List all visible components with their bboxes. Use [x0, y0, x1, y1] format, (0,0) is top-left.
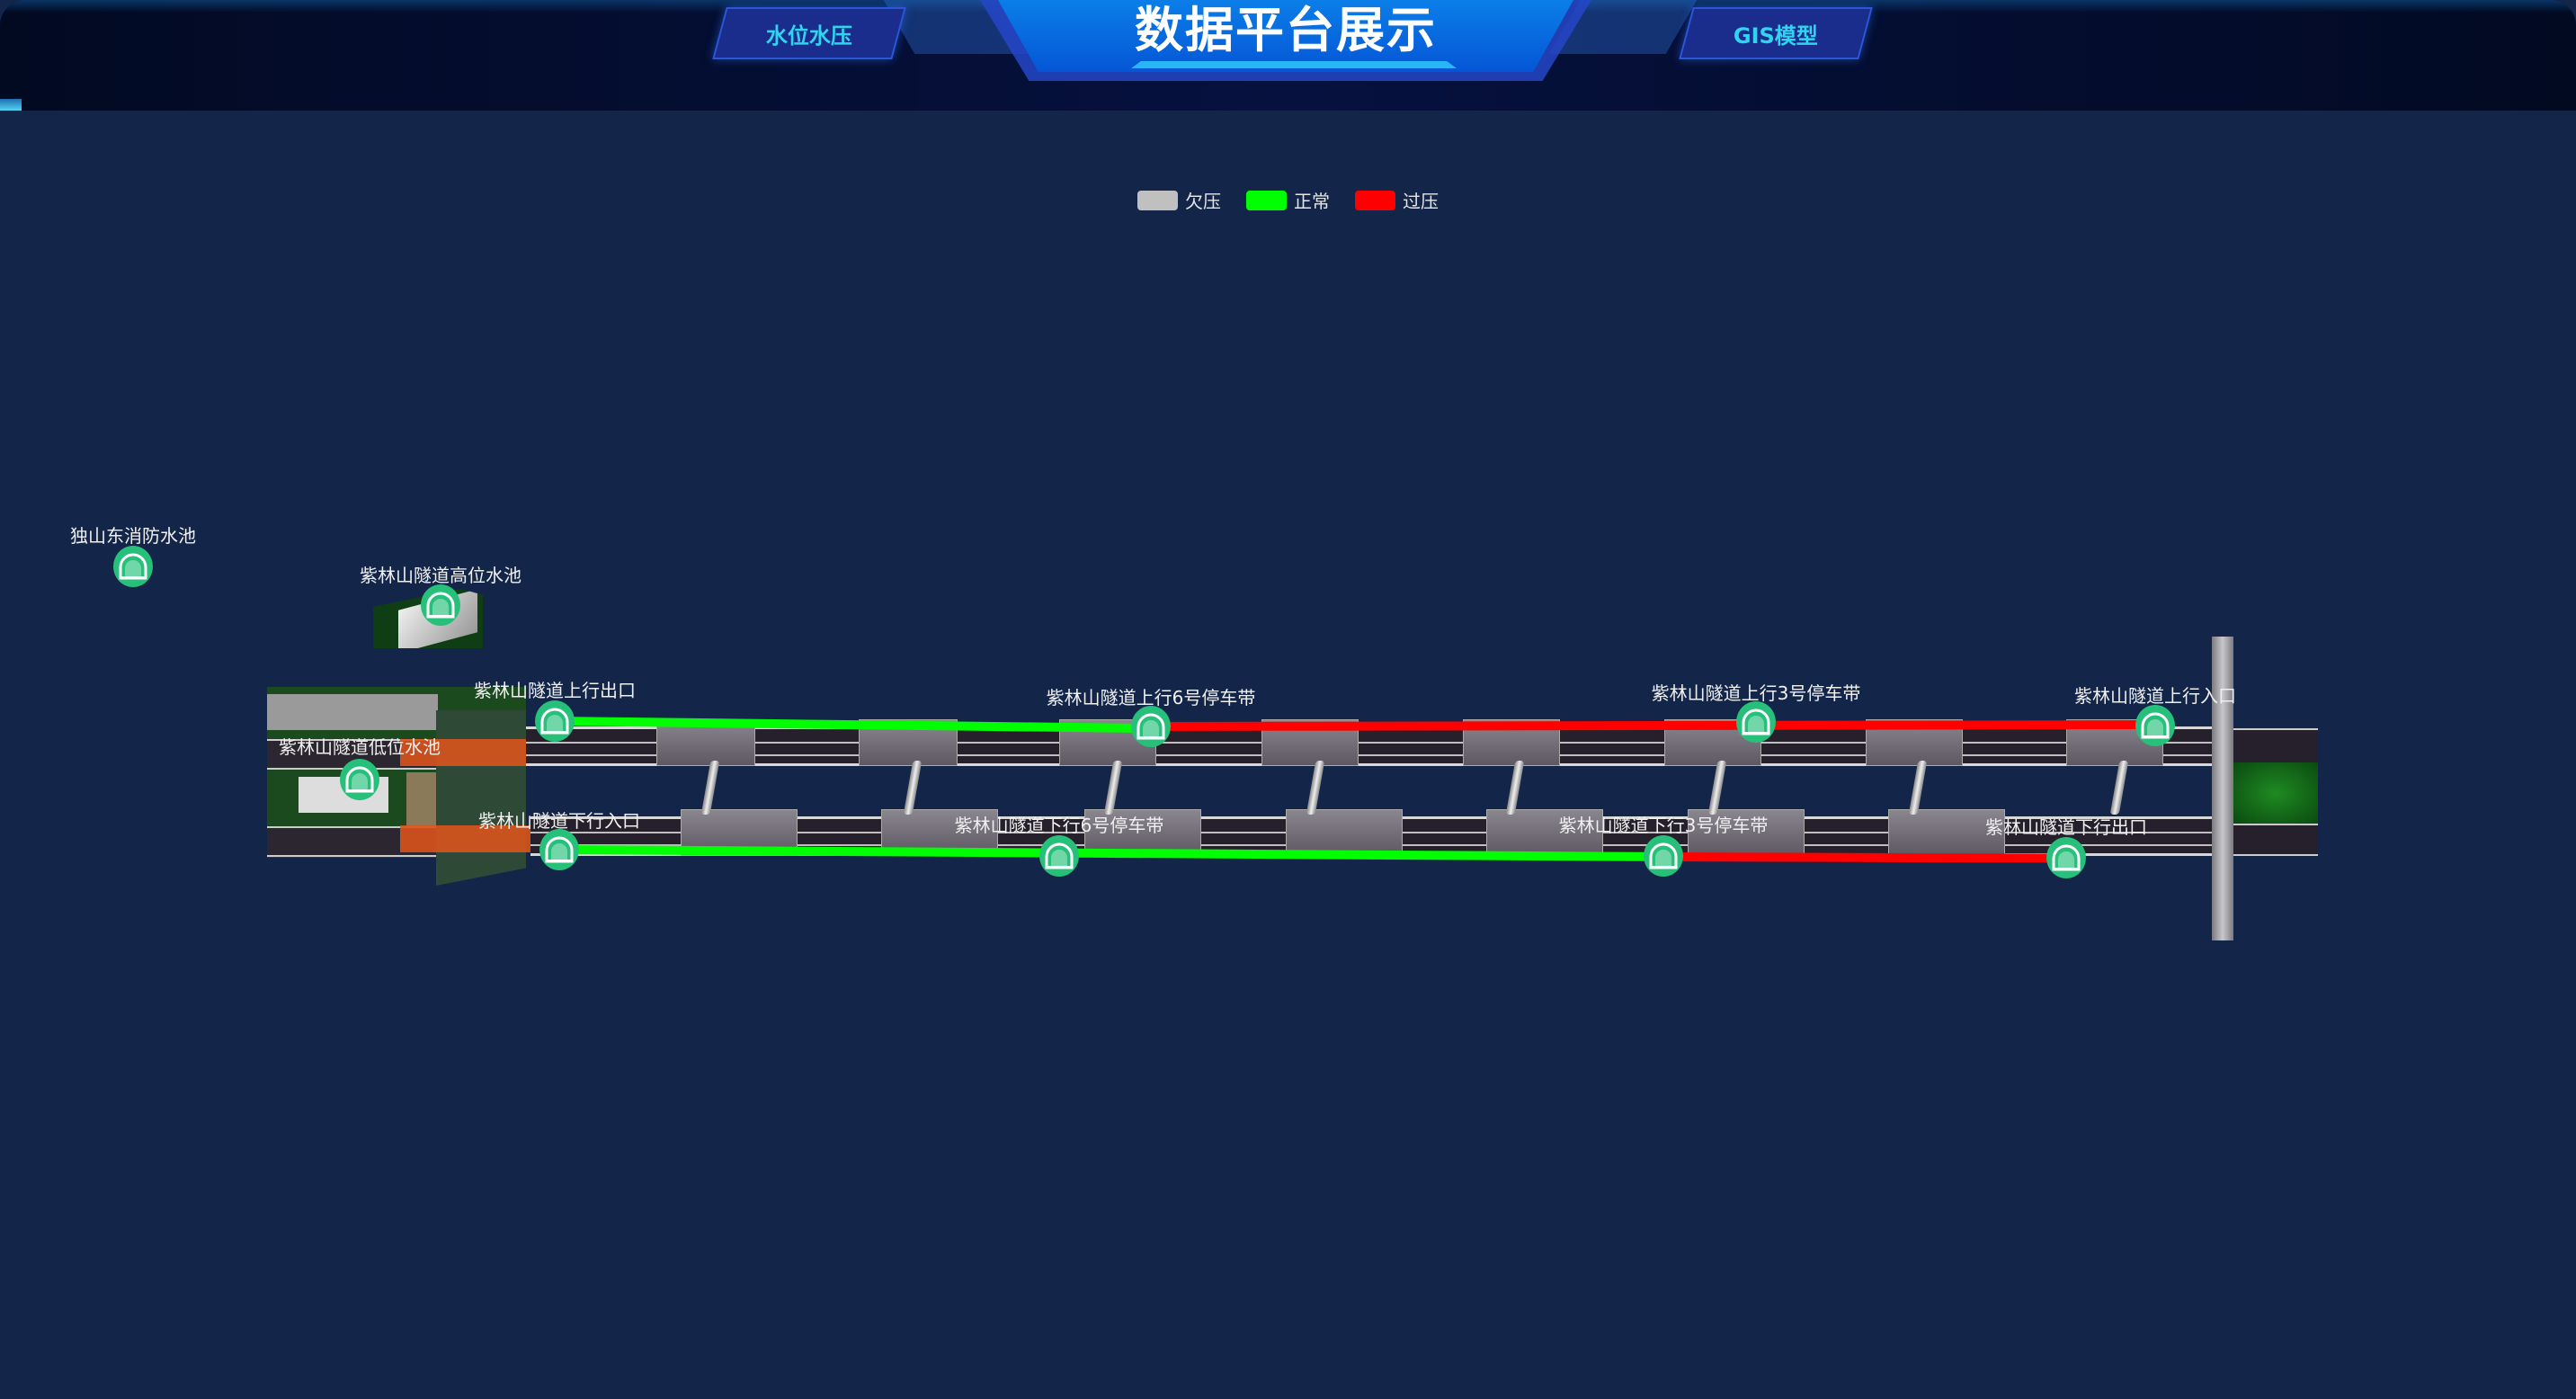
poi-label-down-entry: 紫林山隧道下行入口 — [478, 810, 640, 832]
down-bay — [1688, 809, 1805, 856]
outside-road-up — [2233, 728, 2318, 764]
page-title: 数据平台展示 — [1135, 2, 1437, 58]
poi-label-up-entry: 紫林山隧道上行入口 — [2074, 685, 2236, 707]
tunnel-marker-icon[interactable] — [535, 700, 575, 742]
nav-water-level-button[interactable]: 水位水压 — [712, 7, 906, 59]
cross-passage — [1908, 761, 1928, 815]
poi-label-up-6: 紫林山隧道上行6号停车带 — [1046, 687, 1256, 708]
cross-passage — [2109, 761, 2129, 815]
cross-passage — [700, 761, 720, 815]
tunnel-marker-icon[interactable] — [539, 829, 579, 870]
poi-label-down-exit: 紫林山隧道下行出口 — [1985, 816, 2147, 838]
tunnel-marker-icon[interactable] — [2046, 837, 2086, 878]
tunnel-marker-icon[interactable] — [1644, 835, 1683, 877]
tunnel-marker-icon[interactable] — [2135, 705, 2175, 746]
legend-label: 过压 — [1403, 191, 1439, 212]
tunnel-marker-icon[interactable] — [421, 584, 460, 626]
legend-item-normal[interactable]: 正常 — [1246, 187, 1330, 213]
legend-swatch-gray — [1137, 190, 1178, 210]
cross-passage — [1306, 761, 1325, 815]
pipe-segment-down-overpressure[interactable] — [1662, 852, 2067, 863]
nav-water-level-label: 水位水压 — [766, 22, 852, 49]
poi-label-down-3: 紫林山隧道下行3号停车带 — [1558, 815, 1769, 836]
tunnel-marker-icon[interactable] — [1736, 701, 1776, 743]
header-left-accent — [0, 99, 22, 111]
legend-item-underpressure[interactable]: 欠压 — [1137, 187, 1221, 213]
median-green — [2233, 762, 2318, 824]
cross-passage — [903, 761, 923, 815]
poi-label-up-3: 紫林山隧道上行3号停车带 — [1651, 682, 1861, 704]
down-bay — [1486, 809, 1603, 856]
title-plate — [998, 0, 1573, 72]
title-underline — [1131, 61, 1457, 68]
poi-label-dushan-pool: 独山东消防水池 — [70, 525, 196, 547]
legend-label: 欠压 — [1185, 191, 1221, 212]
poi-label-low-pool: 紫林山隧道低位水池 — [279, 736, 441, 758]
legend-item-overpressure[interactable]: 过压 — [1355, 187, 1439, 213]
portal-wall — [2212, 637, 2233, 940]
cross-passage — [1103, 761, 1123, 815]
tunnel-marker-icon[interactable] — [113, 546, 153, 587]
tunnel-marker-icon[interactable] — [340, 759, 379, 800]
tunnel-marker-icon[interactable] — [1039, 835, 1079, 877]
poi-label-up-exit: 紫林山隧道上行出口 — [474, 680, 636, 701]
pipe-segment-up-overpressure[interactable] — [1150, 720, 2156, 731]
poi-label-high-pool: 紫林山隧道高位水池 — [360, 565, 521, 586]
header-bar: 数据平台展示 水位水压 GIS模型 — [0, 0, 2576, 111]
legend-swatch-red — [1355, 190, 1395, 210]
legend: 欠压 正常 过压 — [1137, 187, 1464, 213]
legend-swatch-green — [1246, 190, 1287, 210]
poi-label-down-6: 紫林山隧道下行6号停车带 — [954, 815, 1164, 836]
tunnel-marker-icon[interactable] — [1131, 706, 1171, 747]
outside-road-down — [2233, 824, 2318, 856]
nav-gis-model-label: GIS模型 — [1734, 22, 1818, 49]
down-bay — [1286, 809, 1403, 856]
nav-gis-model-button[interactable]: GIS模型 — [1679, 7, 1873, 59]
cross-passage — [1707, 761, 1727, 815]
legend-label: 正常 — [1294, 191, 1330, 212]
cross-passage — [1505, 761, 1525, 815]
portal-slope — [436, 710, 526, 886]
